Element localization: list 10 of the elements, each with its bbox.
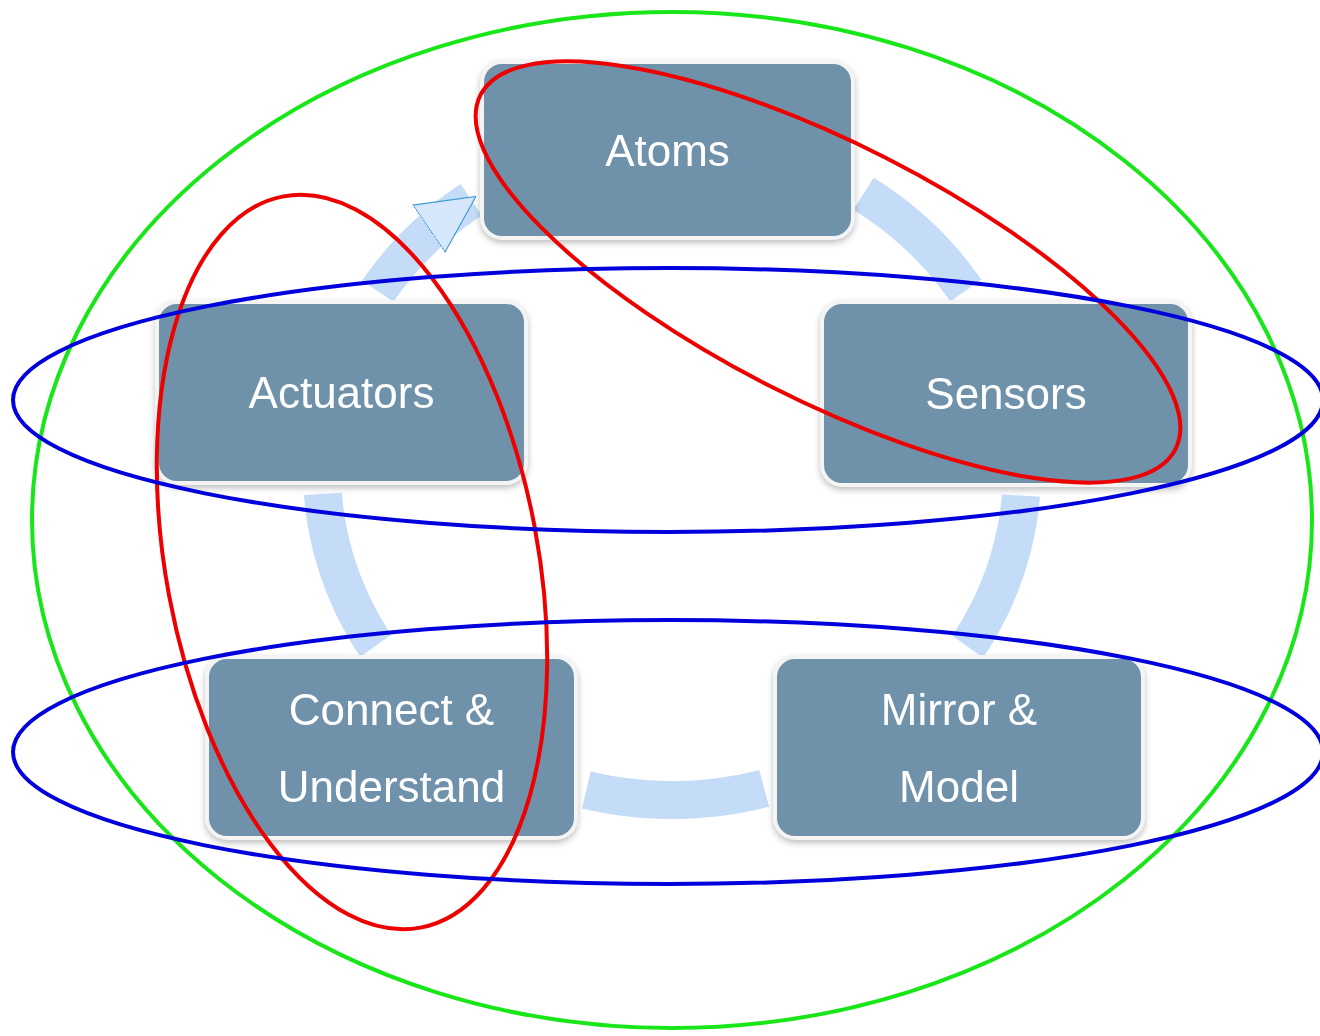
box-label: Connect & Understand xyxy=(276,683,507,813)
box-label: Sensors xyxy=(924,368,1088,420)
process-box xyxy=(820,300,1192,487)
process-box xyxy=(773,655,1145,840)
box-label: Mirror & Model xyxy=(879,683,1039,813)
process-box xyxy=(155,300,528,485)
process-box xyxy=(480,60,855,240)
box-label: Actuators xyxy=(247,367,436,419)
process-box xyxy=(205,655,578,840)
box-label: Atoms xyxy=(604,124,731,177)
